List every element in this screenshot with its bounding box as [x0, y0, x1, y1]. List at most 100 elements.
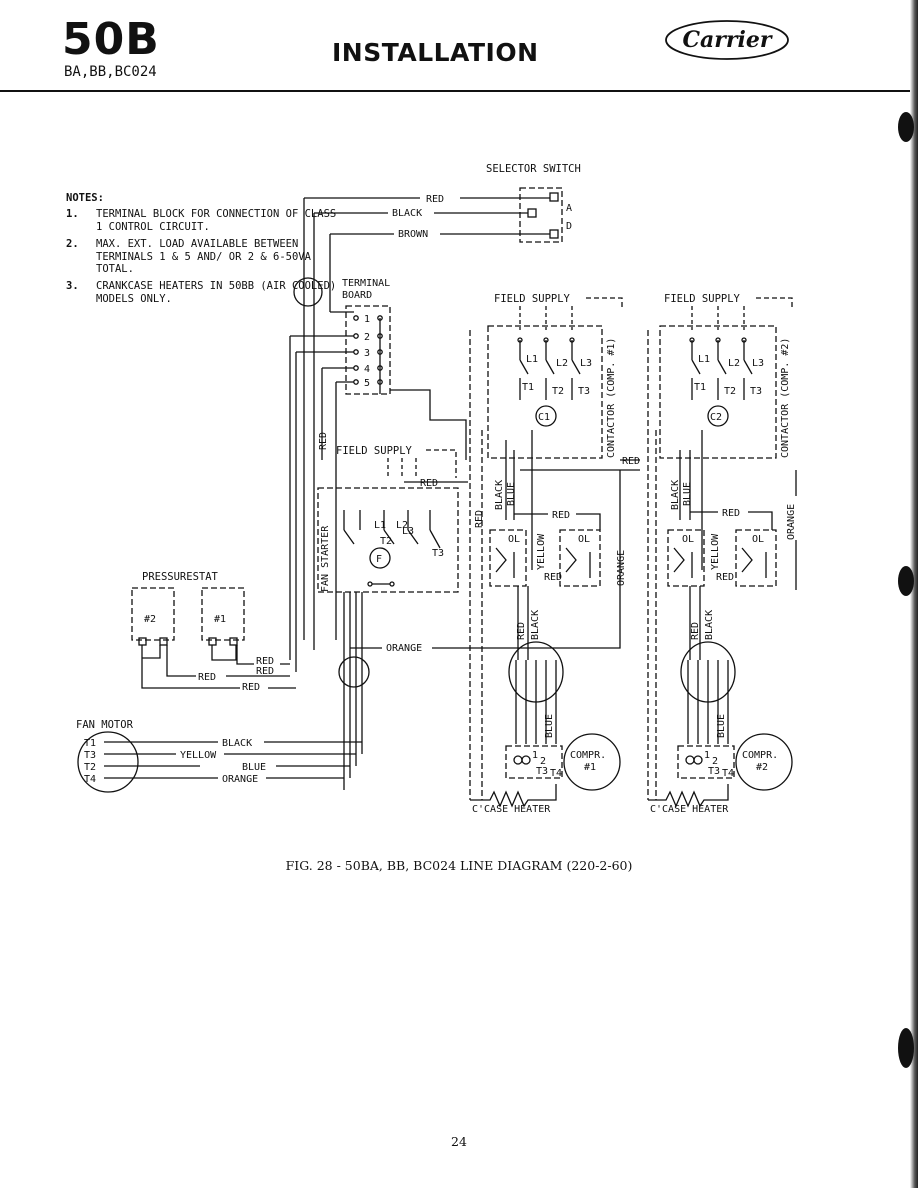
terminal-5: 5 [364, 378, 370, 389]
fan-starter-l2: L2 [396, 520, 408, 531]
field-supply-label-1: FIELD SUPPLY [494, 293, 571, 305]
wire-label-yellow-2: YELLOW [710, 533, 721, 570]
contactor-2-label: CONTACTOR (COMP. #2) [780, 338, 791, 458]
model-number: 50B [62, 14, 160, 65]
contactor-1-t2: T2 [552, 386, 564, 397]
comp-1-number: #1 [584, 762, 596, 773]
comp-2-pin-2: 2 [712, 756, 718, 767]
brand-name: Carrier [683, 27, 773, 53]
page-edge-shadow [910, 0, 918, 1188]
wire-label-black-1b: BLACK [530, 610, 541, 640]
pressurestat-2-label: #2 [144, 614, 156, 625]
fan-starter-l1: L1 [374, 520, 386, 531]
terminal-board-label-2: BOARD [342, 290, 372, 301]
note-1: 1. TERMINAL BLOCK FOR CONNECTION OF CLAS… [66, 208, 344, 233]
terminal-4: 4 [364, 364, 370, 375]
contactor-1-t1: T1 [522, 382, 534, 393]
fan-starter-t3: T3 [432, 548, 444, 559]
comp-2-number: #2 [756, 762, 768, 773]
crankcase-heater-1: C'CASE HEATER [472, 804, 551, 815]
contactor-2: L1 L2 L3 T1 T2 T3 C2 [659, 325, 777, 459]
comp-1-pin-1: 1 [532, 750, 538, 761]
figure-caption: FIG. 28 - 50BA, BB, BC024 LINE DIAGRAM (… [285, 858, 633, 873]
wire-label-red-ol-2b: RED [716, 572, 734, 583]
comp-2-name: COMPR. [742, 750, 778, 761]
compressor-1: 1 2 T3 T4 COMPR. #1 [505, 733, 621, 791]
page-title: INSTALLATION [332, 38, 539, 67]
fan-coil-label: F [376, 554, 382, 565]
wire-label-black-motor: BLACK [222, 738, 252, 749]
overload-2a: OL [667, 529, 705, 587]
comp-1-t3: T3 [536, 766, 548, 777]
wire-label-blue-comp-1: BLUE [544, 714, 555, 738]
overload-2b: OL [735, 529, 777, 587]
wire-label-red-ol-1b: RED [544, 572, 562, 583]
cable-loop-top [293, 277, 323, 307]
terminal-board: 1 2 3 4 5 [345, 305, 391, 395]
wire-label-red: RED [426, 194, 444, 205]
wire-label-red-fan: RED [420, 478, 438, 489]
fan-motor-t1: T1 [84, 738, 96, 749]
compressor-2: 1 2 T3 T4 COMPR. #2 [677, 733, 793, 791]
wire-label-blue-motor: BLUE [242, 762, 266, 773]
wire-label-black-2: BLACK [670, 480, 681, 510]
fan-motor-t3: T3 [84, 750, 96, 761]
coil-2-label: C2 [710, 412, 722, 423]
terminal-1: 1 [364, 314, 370, 325]
contactor-1-label: CONTACTOR (COMP. #1) [606, 338, 617, 458]
notes-block: NOTES: 1. TERMINAL BLOCK FOR CONNECTION … [66, 192, 344, 310]
contactor-2-t3: T3 [750, 386, 762, 397]
wire-label-red-2: RED [690, 622, 701, 640]
fan-motor-t4: T4 [84, 774, 96, 785]
binder-hole-bottom [898, 1028, 914, 1068]
contactor-1-t3: T3 [578, 386, 590, 397]
wire-label-orange-motor: ORANGE [222, 774, 258, 785]
wire-label-red-pstat-3: RED [198, 672, 216, 683]
wire-label-red-ol-2: RED [722, 508, 740, 519]
note-text: MAX. EXT. LOAD AVAILABLE BETWEEN TERMINA… [96, 238, 311, 276]
wire-label-black-1: BLACK [494, 480, 505, 510]
comp-2-t4: T4 [722, 768, 734, 779]
contactor-2-t2: T2 [724, 386, 736, 397]
binder-hole-middle [898, 566, 914, 596]
field-supply-label-2: FIELD SUPPLY [664, 293, 741, 305]
overload-1b: OL [559, 529, 601, 587]
note-text: TERMINAL BLOCK FOR CONNECTION OF CLASS 1… [96, 208, 337, 233]
wire-label-black-2b: BLACK [704, 610, 715, 640]
note-3: 3. CRANKCASE HEATERS IN 50BB (AIR COOLED… [66, 280, 344, 305]
note-number: 2. [66, 238, 79, 251]
overload-1a: OL [489, 529, 527, 587]
wire-label-red-1: RED [516, 622, 527, 640]
note-2: 2. MAX. EXT. LOAD AVAILABLE BETWEEN TERM… [66, 238, 344, 275]
carrier-logo: Carrier [665, 20, 789, 60]
fan-motor-t2: T2 [84, 762, 96, 773]
pressurestat-1: #1 [201, 587, 245, 646]
fan-starter-l3: L3 [402, 526, 414, 537]
contactor-1-l3: L3 [580, 358, 592, 369]
overload-2a-label: OL [682, 534, 694, 545]
contactor-1-l1: L1 [526, 354, 538, 365]
wire-label-yellow-1: YELLOW [536, 533, 547, 570]
wire-label-blue-1: BLUE [506, 482, 517, 506]
contactor-2-l1: L1 [698, 354, 710, 365]
wire-label-orange-2: ORANGE [786, 504, 797, 540]
model-variants: BA,BB,BC024 [64, 64, 157, 80]
fan-motor: T1 T3 T2 T4 [77, 731, 139, 793]
terminal-2: 2 [364, 332, 370, 343]
switch-pos-a: A [566, 203, 572, 214]
pressurestat-label: PRESSURESTAT [142, 571, 219, 583]
contactor-2-t1: T1 [694, 382, 706, 393]
wire-label-red-ol-1: RED [552, 510, 570, 521]
pressurestat-2: #2 [131, 587, 175, 646]
note-text: CRANKCASE HEATERS IN 50BB (AIR COOLED) M… [96, 280, 337, 305]
terminal-board-label-1: TERMINAL [342, 278, 390, 289]
wire-label-brown: BROWN [398, 229, 428, 240]
overload-1b-label: OL [578, 534, 590, 545]
wire-label-orange-1: ORANGE [616, 550, 627, 586]
wire-label-red-pstat-4: RED [242, 682, 260, 693]
switch-pos-d: D [566, 221, 572, 232]
fan-starter-t2: T2 [380, 536, 392, 547]
crankcase-heater-2: C'CASE HEATER [650, 804, 729, 815]
binder-hole-top [898, 112, 914, 142]
contactor-1: L1 L2 L3 T1 T2 T3 C1 [487, 325, 603, 459]
